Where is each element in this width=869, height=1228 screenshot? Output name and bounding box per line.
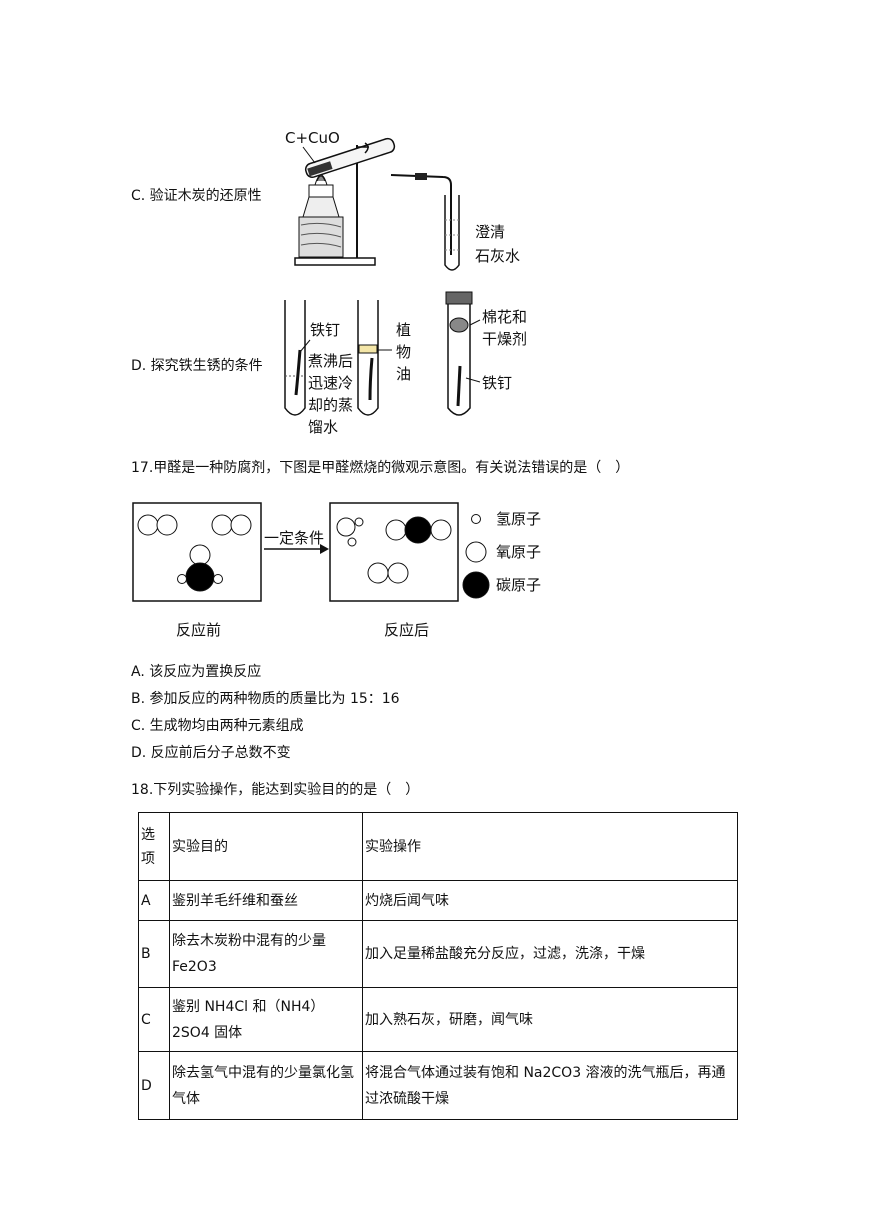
cotton-label-1: 棉花和 <box>482 308 527 326</box>
row-option: D <box>138 1051 170 1120</box>
row-operation: 加入足量稀盐酸充分反应，过滤，洗涤，干燥 <box>362 920 738 988</box>
row-goal: 除去木炭粉中混有的少量Fe2O3 <box>169 920 363 988</box>
oil-label-3: 油 <box>396 365 411 383</box>
table-row: B 除去木炭粉中混有的少量Fe2O3 加入足量稀盐酸充分反应，过滤，洗涤，干燥 <box>138 920 738 988</box>
q17-stem: 17.甲醛是一种防腐剂，下图是甲醛燃烧的微观示意图。有关说法错误的是（ ） <box>131 460 630 476</box>
header-goal: 实验目的 <box>169 812 363 881</box>
legend-hydrogen: 氢原子 <box>496 510 541 528</box>
oil-label-2: 物 <box>396 343 411 361</box>
option-d-text: D. 探究铁生锈的条件 <box>131 358 263 374</box>
q17-option-b: B. 参加反应的两种物质的质量比为 15：16 <box>131 691 400 707</box>
row-goal: 鉴别 NH4Cl 和（NH4）2SO4 固体 <box>169 987 363 1052</box>
q18-stem: 18.下列实验操作，能达到实验目的的是（ ） <box>131 782 420 798</box>
legend-oxygen: 氧原子 <box>496 543 541 561</box>
row-goal: 鉴别羊毛纤维和蚕丝 <box>169 880 363 921</box>
header-operation: 实验操作 <box>362 812 738 881</box>
water-label-1: 煮沸后 <box>308 352 353 370</box>
row-operation: 将混合气体通过装有饱和 Na2CO3 溶液的洗气瓶后，再通过浓硫酸干燥 <box>362 1051 738 1120</box>
charcoal-reduction-apparatus: C+CuO 澄清 石灰水 <box>285 129 520 271</box>
water-label-4: 馏水 <box>308 418 338 436</box>
table-row: A 鉴别羊毛纤维和蚕丝 灼烧后闻气味 <box>138 880 738 921</box>
row-operation: 加入熟石灰，研磨，闻气味 <box>362 987 738 1052</box>
before-label: 反应前 <box>176 621 221 639</box>
cotton-label-2: 干燥剂 <box>482 330 527 348</box>
row-option: B <box>138 920 170 988</box>
limewater-label-2: 石灰水 <box>475 247 520 265</box>
row-option: A <box>138 880 170 921</box>
table-row: D 除去氢气中混有的少量氯化氢气体 将混合气体通过装有饱和 Na2CO3 溶液的… <box>138 1051 738 1120</box>
water-label-3: 却的蒸 <box>308 396 353 414</box>
row-goal: 除去氢气中混有的少量氯化氢气体 <box>169 1051 363 1120</box>
arrow-label: 一定条件 <box>264 529 324 547</box>
after-label: 反应后 <box>384 621 429 639</box>
nail-label-2: 铁钉 <box>482 374 512 392</box>
row-operation: 灼烧后闻气味 <box>362 880 738 921</box>
oil-label-1: 植 <box>396 321 411 339</box>
header-option: 选项 <box>138 812 170 881</box>
q17-option-d: D. 反应前后分子总数不变 <box>131 745 291 761</box>
q18-table: 选项 实验目的 实验操作 A 鉴别羊毛纤维和蚕丝 灼烧后闻气味 B 除去木炭粉中… <box>138 812 738 1120</box>
table-header-row: 选项 实验目的 实验操作 <box>138 812 738 881</box>
water-label-2: 迅速冷 <box>308 374 353 392</box>
reagent-label: C+CuO <box>285 129 340 147</box>
q17-option-a: A. 该反应为置换反应 <box>131 664 262 680</box>
nail-label: 铁钉 <box>310 321 340 339</box>
option-c-text: C. 验证木炭的还原性 <box>131 188 262 204</box>
legend-carbon: 碳原子 <box>496 576 541 594</box>
table-row: C 鉴别 NH4Cl 和（NH4）2SO4 固体 加入熟石灰，研磨，闻气味 <box>138 987 738 1052</box>
limewater-label-1: 澄清 <box>475 223 505 241</box>
iron-rust-apparatus: 铁钉 煮沸后 迅速冷 却的蒸 馏水 植 物 油 棉花和 干燥剂 铁钉 <box>284 291 527 436</box>
formaldehyde-combustion-diagram: 一定条件 氢原子 氧原子 碳原子 反应前 反应后 <box>132 502 541 639</box>
q17-option-c: C. 生成物均由两种元素组成 <box>131 718 304 734</box>
row-option: C <box>138 987 170 1052</box>
